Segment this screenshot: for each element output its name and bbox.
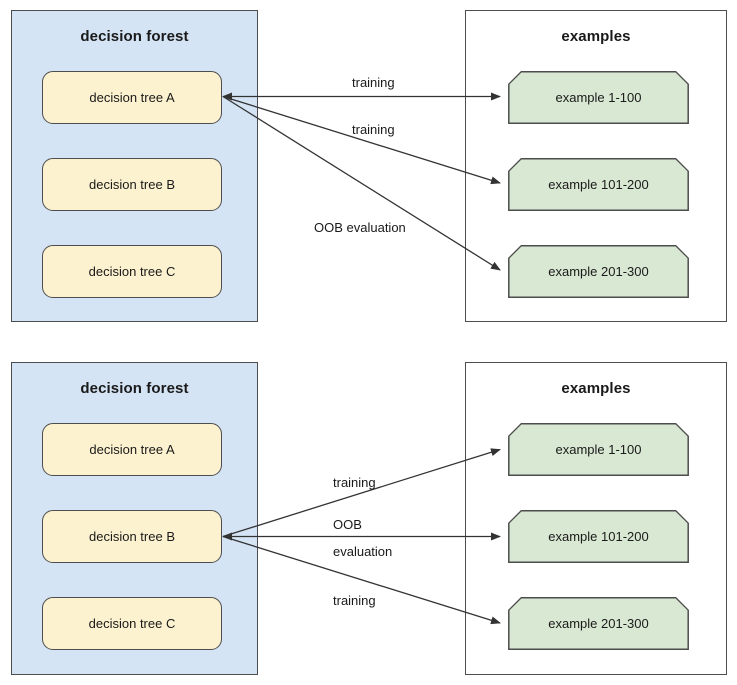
diagram-tree-b: decision forest decision tree A decision… (0, 353, 737, 685)
forest-panel: decision forest decision tree A decision… (11, 362, 258, 675)
example-box-1-100[interactable]: example 1-100 (508, 71, 689, 124)
example-box-label: example 101-200 (548, 529, 649, 544)
example-box-label: example 201-300 (548, 264, 649, 279)
tree-box-b[interactable]: decision tree B (42, 510, 222, 563)
tree-box-label: decision tree C (88, 616, 176, 631)
edge-label-training-2: training (352, 122, 395, 137)
tree-box-label: decision tree A (89, 90, 175, 105)
tree-box-c[interactable]: decision tree C (42, 597, 222, 650)
edge-label-training-2: training (333, 593, 376, 608)
example-box-101-200[interactable]: example 101-200 (508, 510, 689, 563)
example-box-201-300[interactable]: example 201-300 (508, 245, 689, 298)
tree-box-a[interactable]: decision tree A (42, 71, 222, 124)
examples-panel-title: examples (561, 380, 631, 397)
edge-training-2 (222, 95, 501, 185)
examples-panel: examples example 1-100 example 101-200 e… (465, 10, 727, 322)
edge-label-oob: OOB (333, 517, 362, 532)
edge-label-training-1: training (333, 475, 376, 490)
tree-box-c[interactable]: decision tree C (42, 245, 222, 298)
example-box-label: example 1-100 (555, 442, 642, 457)
example-box-201-300[interactable]: example 201-300 (508, 597, 689, 650)
forest-panel-title: decision forest (80, 380, 189, 397)
diagram-tree-a: decision forest decision tree A decision… (11, 10, 727, 322)
tree-box-b[interactable]: decision tree B (42, 158, 222, 211)
tree-box-a[interactable]: decision tree A (42, 423, 222, 476)
examples-panel: examples example 1-100 example 101-200 e… (465, 362, 727, 675)
forest-panel-title: decision forest (80, 28, 189, 45)
tree-box-label: decision tree C (88, 264, 176, 279)
edge-label-evaluation: evaluation (333, 544, 393, 559)
tree-box-label: decision tree B (89, 177, 175, 192)
example-box-label: example 201-300 (548, 616, 649, 631)
examples-panel-title: examples (561, 28, 631, 45)
example-box-1-100[interactable]: example 1-100 (508, 423, 689, 476)
example-box-101-200[interactable]: example 101-200 (508, 158, 689, 211)
forest-panel: decision forest decision tree A decision… (11, 10, 258, 322)
tree-box-label: decision tree A (89, 442, 175, 457)
tree-box-label: decision tree B (89, 529, 175, 544)
edge-label-training-1: training (352, 75, 395, 90)
example-box-label: example 1-100 (555, 90, 642, 105)
example-box-label: example 101-200 (548, 177, 649, 192)
edge-label-oob-evaluation: OOB evaluation (314, 220, 406, 235)
